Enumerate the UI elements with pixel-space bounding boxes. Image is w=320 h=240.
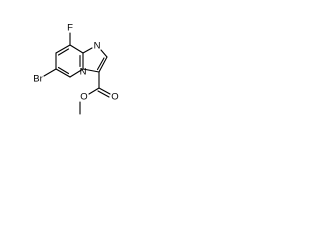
bond-carbonyl-o-single [88,87,100,95]
molecule-structure-diagram: F Br N N O O [33,23,119,115]
bond-n1-c2 [100,49,108,58]
bond-c5-c6-inner [57,66,70,75]
bond-carbonyl-o-double [98,87,111,95]
bond-c8-c8a [69,44,84,54]
atom-label-ester-oxygen: O [80,92,87,103]
bond-c8a-n1 [82,47,93,54]
bond-c2-c3 [98,56,108,73]
atom-label-fluorine: F [67,23,73,34]
bond-c3-n4 [82,68,100,73]
atom-label-ring-nitrogen-top: N [94,41,101,52]
bond-n4-c5 [69,68,84,78]
bond-c2-c3-inner [96,57,105,71]
bond-c5-c6 [55,68,71,78]
bond-c7-c8 [55,44,71,54]
bond-c7-c8-inner [57,48,70,56]
bond-carbonyl-o-double-inner [97,90,110,98]
bond-c6-br [43,68,57,77]
atom-label-carbonyl-oxygen: O [111,92,118,103]
atom-label-ring-nitrogen-bridge: N [80,67,87,78]
atom-label-bromine: Br [33,74,43,85]
